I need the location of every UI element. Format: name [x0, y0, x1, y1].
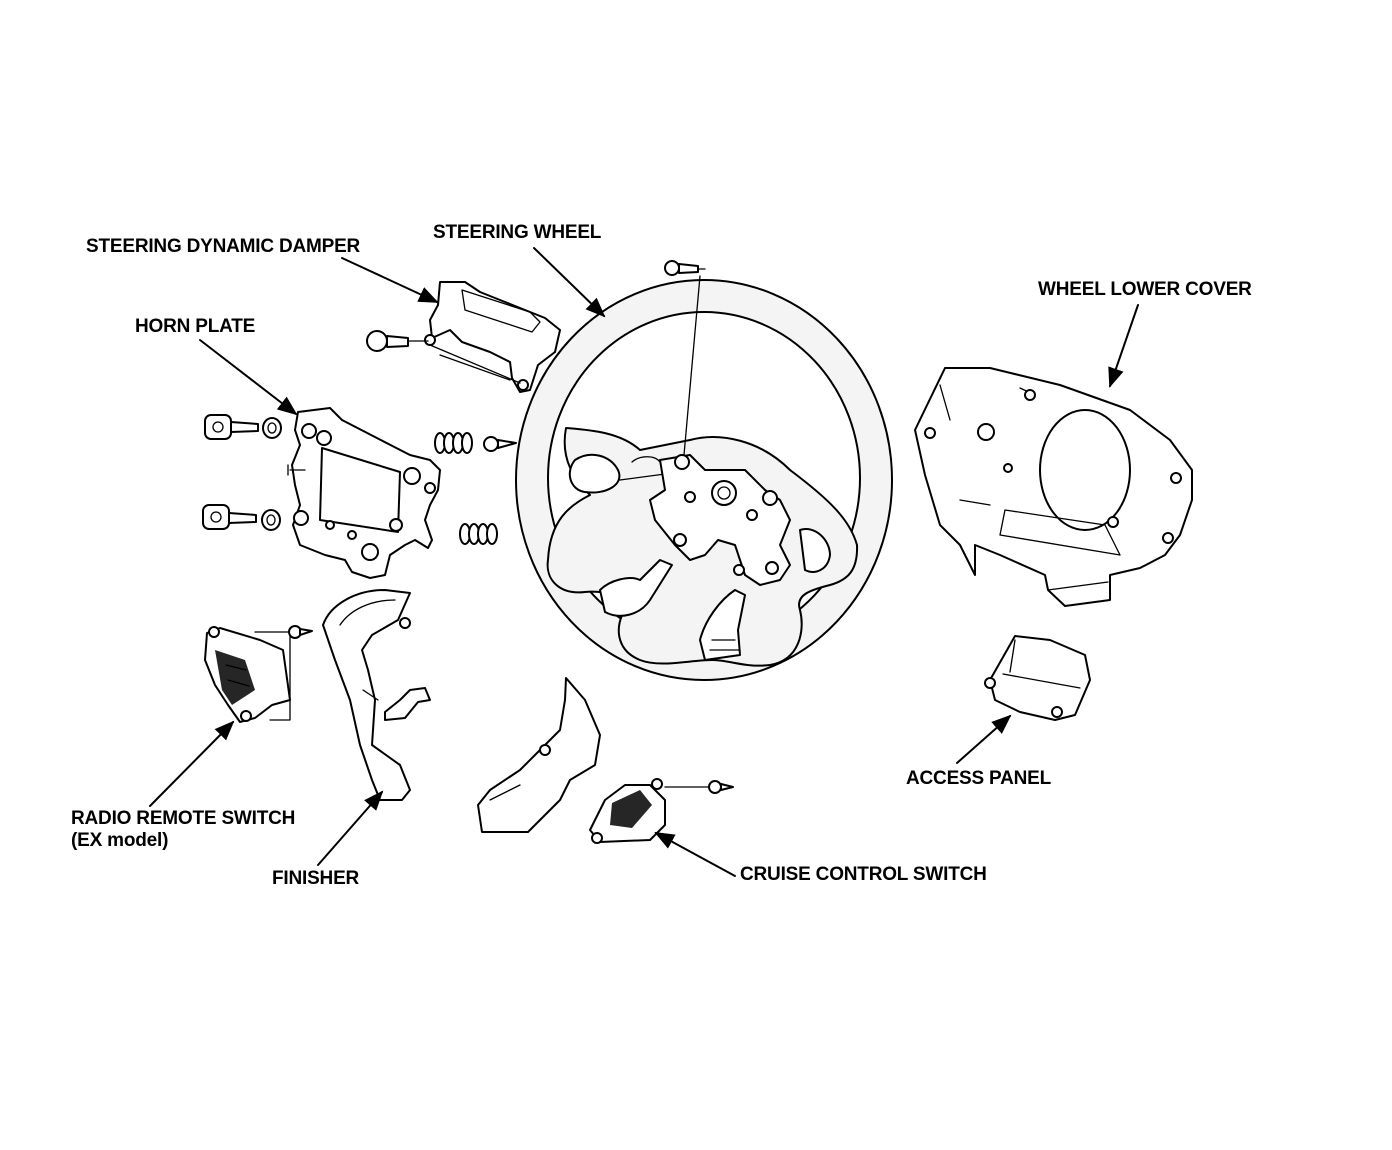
label-steering-dynamic-damper: STEERING DYNAMIC DAMPER	[86, 236, 361, 257]
label-cruise-control-switch: CRUISE CONTROL SWITCH	[740, 864, 987, 885]
label-access-panel: ACCESS PANEL	[906, 768, 1052, 789]
steering-dynamic-damper-part	[366, 281, 561, 393]
label-radio-remote-switch: RADIO REMOTE SWITCH	[71, 808, 296, 829]
horn-springs	[434, 432, 517, 545]
radio-remote-switch-part	[204, 625, 313, 723]
steering-wheel-part	[515, 260, 893, 681]
hub-bolt	[664, 260, 706, 276]
finisher-part	[322, 589, 431, 801]
label-radio-remote-switch-note: (EX model)	[71, 830, 169, 851]
finisher-right-part	[477, 677, 601, 833]
label-finisher: FINISHER	[272, 868, 360, 889]
label-steering-wheel: STEERING WHEEL	[433, 222, 602, 243]
label-horn-plate: HORN PLATE	[135, 316, 256, 337]
horn-plate-part	[202, 407, 441, 579]
access-panel-part	[984, 635, 1091, 721]
leader-lines	[149, 247, 1139, 877]
label-wheel-lower-cover: WHEEL LOWER COVER	[1038, 279, 1252, 300]
cruise-control-switch-part	[589, 778, 734, 844]
wheel-lower-cover-part	[914, 367, 1193, 607]
